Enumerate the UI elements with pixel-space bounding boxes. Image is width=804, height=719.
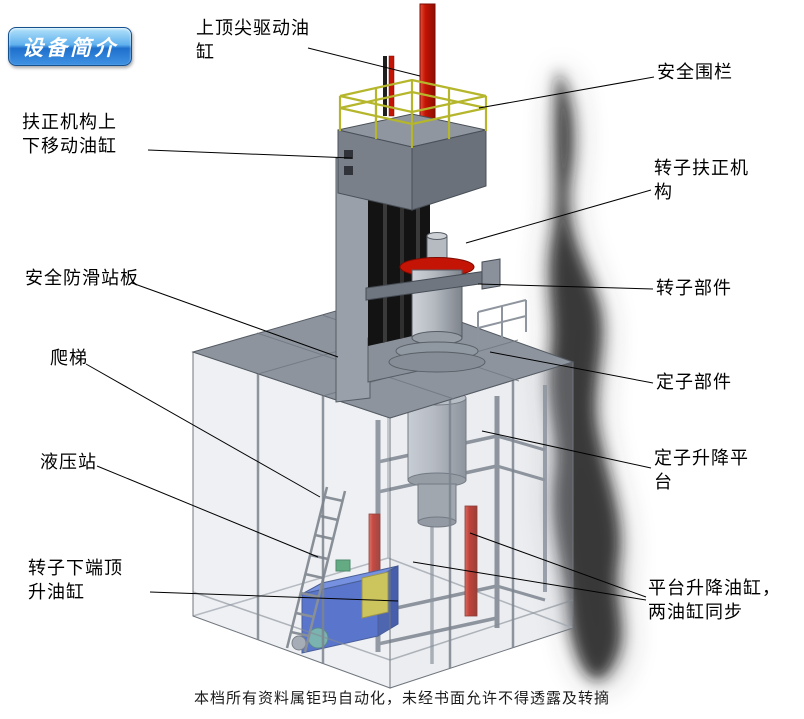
leader-top-drive-cylinder (307, 47, 421, 77)
label-top-drive-cylinder: 上顶尖驱动油 缸 (196, 18, 310, 63)
label-hydraulic-station: 液压站 (40, 452, 97, 472)
leader-safety-fence (478, 76, 655, 109)
rotor-assembly (388, 232, 486, 373)
leader-anti-slip-platform (131, 282, 339, 358)
safety-enclosure-walls (192, 351, 574, 689)
leader-centering-lift-cylinder (147, 149, 353, 159)
label-anti-slip-platform: 安全防滑站板 (25, 268, 139, 288)
label-platform-lift-cylinders: 平台升降油缸， 两油缸同步 (648, 578, 781, 623)
leader-lines (85, 47, 655, 602)
label-stator-part: 定子部件 (656, 372, 732, 392)
leader-hydraulic-station (96, 465, 319, 558)
title-badge-label: 设备简介 (22, 35, 118, 60)
shadow-smudge (546, 65, 627, 687)
rotor-centering-arm (365, 258, 501, 301)
leader-rotor-centering-mechanism (465, 189, 652, 244)
label-rotor-centering-mechanism: 转子扶正机 构 (654, 158, 749, 203)
safety-fence-railing (338, 78, 488, 148)
leader-rotor-bottom-jack (149, 591, 399, 602)
platform-side-railing (477, 299, 527, 344)
leader-rotor-part (477, 283, 654, 290)
label-stator-lift-platform: 定子升降平 台 (654, 448, 749, 493)
label-ladder: 爬梯 (50, 348, 88, 368)
label-centering-lift-cylinder: 扶正机构上 下移动油缸 (22, 112, 117, 157)
label-safety-fence: 安全围栏 (657, 62, 733, 82)
title-badge: 设备简介 (8, 27, 132, 66)
leader-stator-lift-platform (481, 430, 652, 469)
confidentiality-watermark: 本档所有资料属钜玛自动化，未经书面允许不得透露及转摘 (193, 691, 610, 707)
leader-platform-lift-a (469, 532, 647, 598)
platform-lift-cylinder-rods (368, 505, 478, 621)
hydraulic-station-unit (291, 559, 399, 654)
leader-platform-lift-b (412, 561, 647, 601)
label-rotor-bottom-jack: 转子下端顶 升油缸 (28, 558, 123, 603)
leader-stator-part (489, 351, 654, 384)
label-rotor-part: 转子部件 (656, 278, 732, 298)
leader-ladder (85, 363, 321, 498)
